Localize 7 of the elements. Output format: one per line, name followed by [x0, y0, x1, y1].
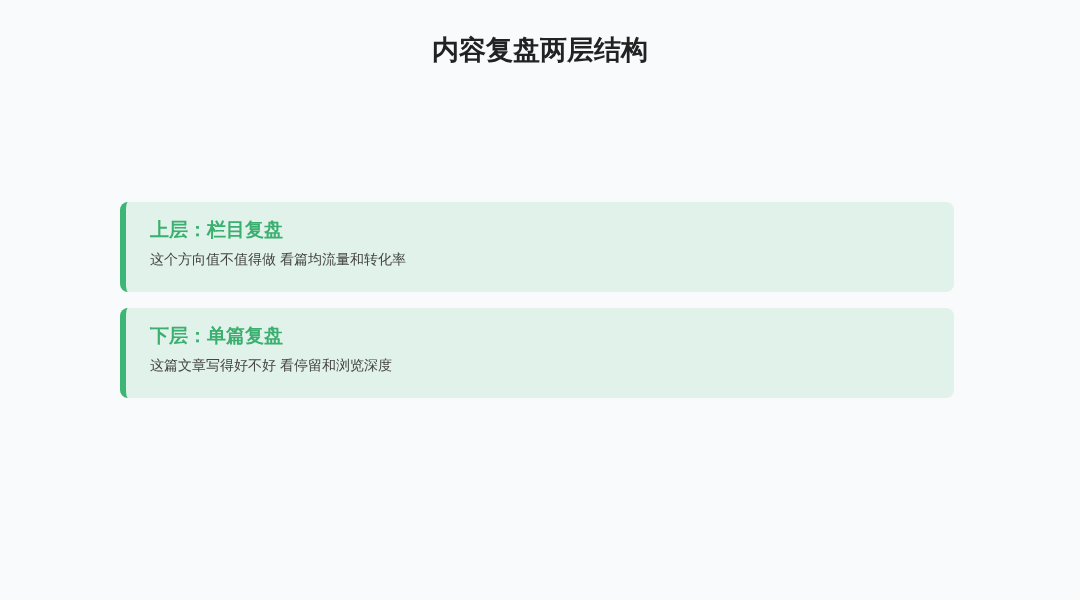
- layer-card: [120, 308, 954, 398]
- layer-description: 这个方向值不值得做 看篇均流量和转化率: [150, 250, 406, 269]
- layer-heading: 下层：单篇复盘: [150, 324, 283, 348]
- layer-card: [120, 202, 954, 292]
- diagram-title: 内容复盘两层结构: [432, 34, 648, 67]
- layer-heading: 上层：栏目复盘: [150, 218, 283, 242]
- layer-description: 这篇文章写得好不好 看停留和浏览深度: [150, 356, 392, 375]
